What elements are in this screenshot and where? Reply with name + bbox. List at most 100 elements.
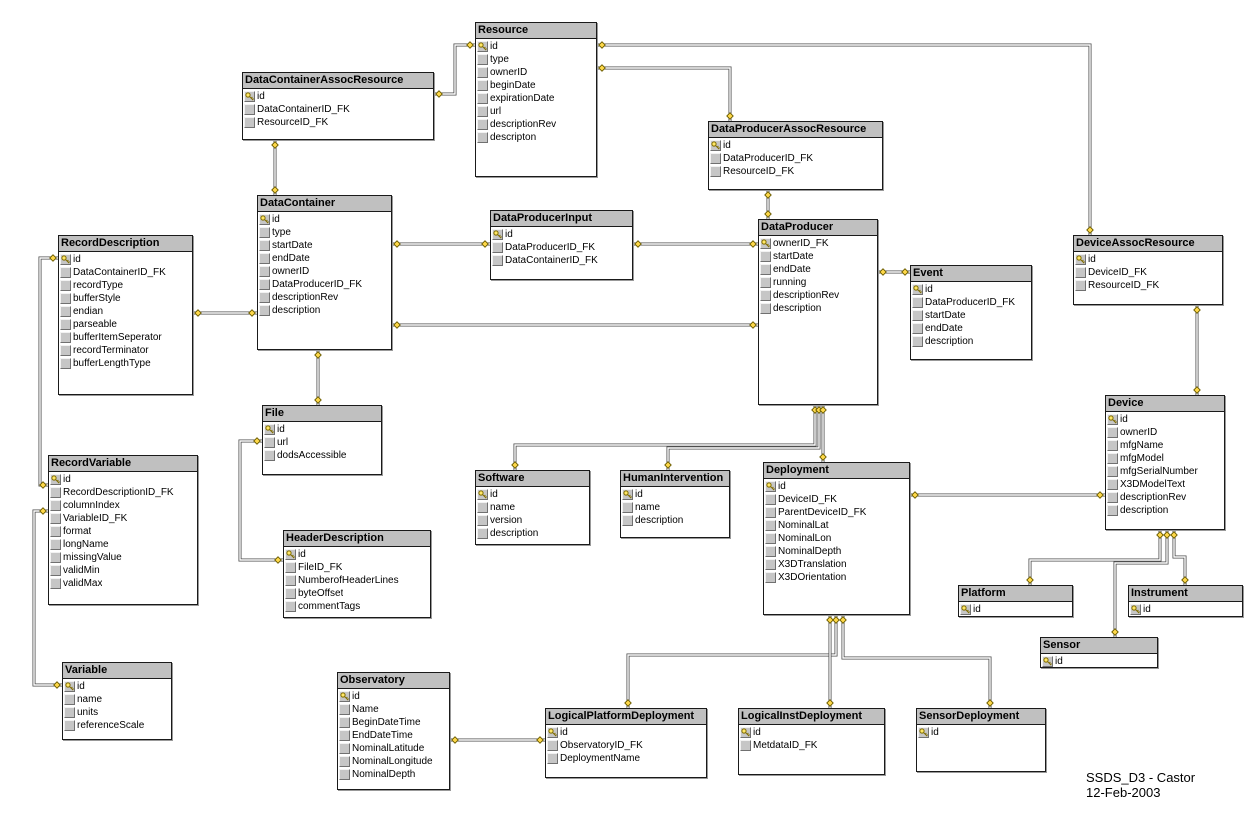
field-row-type[interactable]: type bbox=[258, 226, 391, 239]
field-row-id[interactable]: id bbox=[911, 283, 1031, 296]
field-row-id[interactable]: id bbox=[243, 90, 433, 103]
table-title-DeviceAssocResource[interactable]: DeviceAssocResource bbox=[1074, 236, 1222, 252]
table-title-LogicalPlatformDeployment[interactable]: LogicalPlatformDeployment bbox=[546, 709, 706, 725]
field-row-id[interactable]: id bbox=[917, 726, 1045, 739]
relationship-connector-DataProducerInput-DataProducer[interactable] bbox=[633, 240, 758, 248]
field-row-description[interactable]: description bbox=[621, 514, 729, 527]
field-row-description[interactable]: description bbox=[476, 527, 589, 540]
field-row-name[interactable]: name bbox=[63, 693, 171, 706]
field-row-ownerID[interactable]: ownerID bbox=[1106, 426, 1224, 439]
field-row-DeviceID_FK[interactable]: DeviceID_FK bbox=[764, 493, 909, 506]
field-row-DataProducerID_FK[interactable]: DataProducerID_FK bbox=[911, 296, 1031, 309]
table-title-RecordVariable[interactable]: RecordVariable bbox=[49, 456, 197, 472]
field-row-type[interactable]: type bbox=[476, 53, 596, 66]
relationship-connector-DataContainer-DataProducerInput[interactable] bbox=[392, 240, 490, 248]
field-row-columnIndex[interactable]: columnIndex bbox=[49, 499, 197, 512]
field-row-id[interactable]: id bbox=[338, 690, 449, 703]
table-title-DataProducerAssocResource[interactable]: DataProducerAssocResource bbox=[709, 122, 882, 138]
relationship-connector-Deployment-LogicalInstDeployment[interactable] bbox=[826, 615, 834, 708]
field-row-description[interactable]: description bbox=[258, 304, 391, 317]
field-row-referenceScale[interactable]: referenceScale bbox=[63, 719, 171, 732]
field-row-id[interactable]: id bbox=[739, 726, 884, 739]
field-row-id[interactable]: id bbox=[621, 488, 729, 501]
field-row-id[interactable]: id bbox=[476, 40, 596, 53]
field-row-id[interactable]: id bbox=[1129, 603, 1242, 616]
field-row-DataProducerID_FK[interactable]: DataProducerID_FK bbox=[258, 278, 391, 291]
field-row-ParentDeviceID_FK[interactable]: ParentDeviceID_FK bbox=[764, 506, 909, 519]
field-row-descriptionRev[interactable]: descriptionRev bbox=[476, 118, 596, 131]
field-row-url[interactable]: url bbox=[263, 436, 381, 449]
table-title-DataProducerInput[interactable]: DataProducerInput bbox=[491, 211, 632, 227]
field-row-descriptionRev[interactable]: descriptionRev bbox=[1106, 491, 1224, 504]
table-title-Platform[interactable]: Platform bbox=[959, 586, 1072, 602]
relationship-connector-Observatory-LogicalPlatformDeployment[interactable] bbox=[450, 736, 545, 744]
field-row-startDate[interactable]: startDate bbox=[911, 309, 1031, 322]
field-row-id[interactable]: id bbox=[258, 213, 391, 226]
field-row-version[interactable]: version bbox=[476, 514, 589, 527]
field-row-byteOffset[interactable]: byteOffset bbox=[284, 587, 430, 600]
field-row-id[interactable]: id bbox=[764, 480, 909, 493]
field-row-bufferItemSeperator[interactable]: bufferItemSeperator bbox=[59, 331, 192, 344]
field-row-ObservatoryID_FK[interactable]: ObservatoryID_FK bbox=[546, 739, 706, 752]
field-row-mfgName[interactable]: mfgName bbox=[1106, 439, 1224, 452]
field-row-descriptionRev[interactable]: descriptionRev bbox=[759, 289, 877, 302]
relationship-connector-DataContainerAssocResource-DataContainer[interactable] bbox=[271, 140, 279, 195]
relationship-connector-DeviceAssocResource-Device[interactable] bbox=[1193, 305, 1201, 395]
relationship-connector-DataProducer-Event[interactable] bbox=[878, 268, 910, 276]
field-row-parseable[interactable]: parseable bbox=[59, 318, 192, 331]
field-row-description[interactable]: description bbox=[911, 335, 1031, 348]
field-row-bufferStyle[interactable]: bufferStyle bbox=[59, 292, 192, 305]
field-row-bufferLengthType[interactable]: bufferLengthType bbox=[59, 357, 192, 370]
field-row-id[interactable]: id bbox=[1106, 413, 1224, 426]
table-title-Event[interactable]: Event bbox=[911, 266, 1031, 282]
field-row-DataProducerID_FK[interactable]: DataProducerID_FK bbox=[709, 152, 882, 165]
field-row-id[interactable]: id bbox=[1074, 253, 1222, 266]
field-row-id[interactable]: id bbox=[63, 680, 171, 693]
table-title-LogicalInstDeployment[interactable]: LogicalInstDeployment bbox=[739, 709, 884, 725]
relationship-connector-RecordVariable-Variable[interactable] bbox=[32, 507, 62, 689]
field-row-mfgSerialNumber[interactable]: mfgSerialNumber bbox=[1106, 465, 1224, 478]
field-row-ownerID_FK[interactable]: ownerID_FK bbox=[759, 237, 877, 250]
field-row-description[interactable]: description bbox=[1106, 504, 1224, 517]
field-row-id[interactable]: id bbox=[491, 228, 632, 241]
field-row-DeploymentName[interactable]: DeploymentName bbox=[546, 752, 706, 765]
relationship-connector-Device-Sensor[interactable] bbox=[1111, 530, 1171, 637]
field-row-startDate[interactable]: startDate bbox=[258, 239, 391, 252]
table-title-Device[interactable]: Device bbox=[1106, 396, 1224, 412]
relationship-connector-Deployment-Device[interactable] bbox=[910, 491, 1105, 499]
field-row-NominalLat[interactable]: NominalLat bbox=[764, 519, 909, 532]
field-row-id[interactable]: id bbox=[263, 423, 381, 436]
field-row-DataContainerID_FK[interactable]: DataContainerID_FK bbox=[59, 266, 192, 279]
relationship-connector-Deployment-LogicalPlatformDeployment[interactable] bbox=[624, 615, 840, 708]
field-row-endDate[interactable]: endDate bbox=[759, 263, 877, 276]
relationship-connector-Resource-DeviceAssocResource[interactable] bbox=[597, 41, 1094, 235]
table-title-DataContainer[interactable]: DataContainer bbox=[258, 196, 391, 212]
field-row-endian[interactable]: endian bbox=[59, 305, 192, 318]
table-title-DataContainerAssocResource[interactable]: DataContainerAssocResource bbox=[243, 73, 433, 89]
table-title-HeaderDescription[interactable]: HeaderDescription bbox=[284, 531, 430, 547]
field-row-NominalDepth[interactable]: NominalDepth bbox=[338, 768, 449, 781]
field-row-format[interactable]: format bbox=[49, 525, 197, 538]
field-row-id[interactable]: id bbox=[284, 548, 430, 561]
field-row-name[interactable]: name bbox=[476, 501, 589, 514]
field-row-name[interactable]: name bbox=[621, 501, 729, 514]
field-row-NominalDepth[interactable]: NominalDepth bbox=[764, 545, 909, 558]
field-row-endDate[interactable]: endDate bbox=[911, 322, 1031, 335]
field-row-BeginDateTime[interactable]: BeginDateTime bbox=[338, 716, 449, 729]
field-row-NumberofHeaderLines[interactable]: NumberofHeaderLines bbox=[284, 574, 430, 587]
table-title-DataProducer[interactable]: DataProducer bbox=[759, 220, 877, 236]
